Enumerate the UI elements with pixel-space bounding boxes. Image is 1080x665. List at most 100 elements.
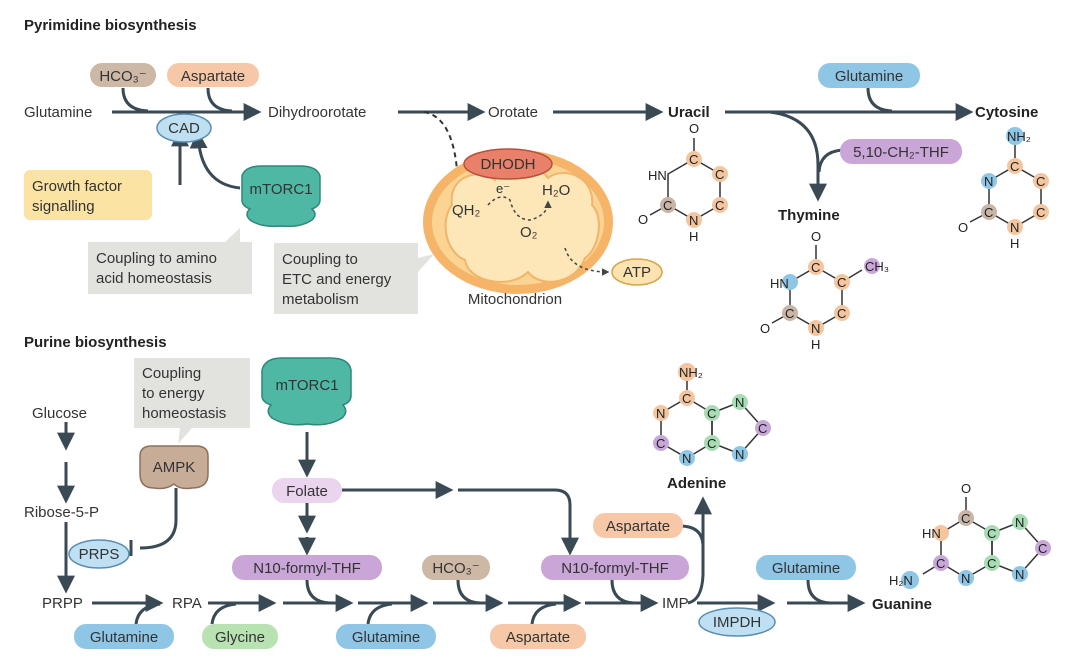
thymine-c1: C (811, 260, 820, 275)
thymine-ch3: CH₃ (865, 259, 889, 274)
thymine-c4: C (785, 306, 794, 321)
n10-thf-right-label: N10-formyl-THF (561, 560, 669, 577)
thymine-o-top: O (811, 229, 821, 244)
aspartate-lower-pill (490, 624, 586, 649)
dhodh-label: DHODH (481, 156, 536, 173)
uracil-structure (649, 138, 728, 228)
coupling-amino-callout (88, 228, 252, 294)
purine-arrows (57, 422, 866, 625)
cytosine-label: Cytosine (975, 104, 1038, 121)
adenine-n3: N (735, 395, 744, 410)
rpa-label: RPA (172, 595, 202, 612)
cad-node (156, 113, 212, 143)
atp-node (611, 258, 663, 286)
coupling-energy-line1: Coupling (142, 365, 201, 382)
uracil-o-top: O (689, 121, 699, 136)
hco3-purine-pill (422, 555, 490, 580)
guanine-c2: C (936, 556, 945, 571)
thymine-o-left: O (760, 321, 770, 336)
adenine-label: Adenine (667, 475, 726, 492)
n10-thf-left-pill (232, 555, 382, 580)
adenine-c3: C (707, 436, 716, 451)
adenine-n4: N (735, 447, 744, 462)
thymine-c2: C (837, 275, 846, 290)
dashed-electron-flow (487, 196, 552, 221)
thymine-n-bottom: N (811, 321, 820, 336)
adenine-c5: C (758, 421, 767, 436)
uracil-label: Uracil (668, 104, 710, 121)
glutamine-right-label: Glutamine (772, 560, 840, 577)
mtorc1-purine-label: mTORC1 (275, 377, 338, 394)
coupling-energy-line3: homeostasis (142, 405, 226, 422)
cytosine-o: O (958, 220, 968, 235)
guanine-n3: N (1015, 567, 1024, 582)
uracil-c1: C (689, 152, 698, 167)
glutamine-1-label: Glutamine (90, 629, 158, 646)
aspartate-lower-label: Aspartate (506, 629, 570, 646)
cytosine-c3: C (1036, 205, 1045, 220)
mitochondrion (423, 148, 613, 294)
n10-thf-left-label: N10-formyl-THF (253, 560, 361, 577)
cytosine-nh2: NH₂ (1007, 129, 1031, 144)
adenine-n2: N (682, 451, 691, 466)
thymine-c3: C (837, 306, 846, 321)
ribose5p-label: Ribose-5-P (24, 504, 99, 521)
coupling-amino-line2: acid homeostasis (96, 270, 212, 287)
uracil-n1: N (689, 213, 698, 228)
guanine-label: Guanine (872, 596, 932, 613)
guanine-structure (901, 497, 1051, 589)
pyrimidine-title: Pyrimidine biosynthesis (24, 17, 197, 34)
folate-pill (272, 478, 342, 503)
coupling-amino-line1: Coupling to amino (96, 250, 217, 267)
coupling-etc-line2: ETC and energy (282, 271, 392, 288)
guanine-c1: C (961, 511, 970, 526)
glutamine-input-label: Glutamine (24, 104, 92, 121)
cytosine-c2: C (1036, 174, 1045, 189)
uracil-c3: C (715, 198, 724, 213)
mtorc1-pyrimidine-label: mTORC1 (249, 181, 312, 198)
aspartate-label: Aspartate (181, 68, 245, 85)
growth-factor-line2: signalling (32, 198, 95, 215)
glutamine-2-pill (336, 624, 436, 649)
purine-title: Purine biosynthesis (24, 334, 167, 351)
impdh-label: IMPDH (713, 614, 761, 631)
guanine-n1: N (961, 571, 970, 586)
cad-label: CAD (168, 120, 200, 137)
mtorc1-purine-shape (261, 357, 352, 426)
hco3-label: HCO₃⁻ (99, 68, 146, 85)
thymine-label: Thymine (778, 207, 840, 224)
mitochondrion-label: Mitochondrion (468, 291, 562, 308)
thymine-h: H (811, 337, 820, 352)
hco3-pill (90, 63, 156, 87)
adenine-c1: C (682, 391, 691, 406)
uracil-hn: HN (648, 168, 667, 183)
guanine-hn: HN (922, 526, 941, 541)
o2-label: O₂ (520, 224, 538, 241)
guanine-h2n: H₂N (889, 573, 913, 588)
adenine-n1: N (656, 406, 665, 421)
dashed-to-dhodh (423, 111, 463, 196)
glutamine-top-pill (818, 63, 920, 88)
prps-node (68, 539, 130, 569)
growth-factor-line1: Growth factor (32, 178, 122, 195)
guanine-c4: C (987, 526, 996, 541)
guanine-c5: C (1038, 541, 1047, 556)
uracil-h-bottom: H (689, 229, 698, 244)
mtorc1-pyrimidine-shape (241, 165, 321, 228)
hco3-purine-label: HCO₃⁻ (432, 560, 479, 577)
aspartate-upper-pill (593, 513, 683, 538)
coupling-energy-callout (134, 358, 250, 444)
coupling-etc-line1: Coupling to (282, 251, 358, 268)
orotate-label: Orotate (488, 104, 538, 121)
n10-thf-right-pill (541, 555, 689, 580)
cytosine-structure (969, 127, 1049, 235)
aspartate-pill (167, 63, 259, 87)
dhodh-enzyme (463, 148, 553, 180)
h2o-label: H₂O (542, 182, 570, 199)
atp-label: ATP (623, 264, 651, 281)
uracil-c4: C (663, 198, 672, 213)
glutamine-right-pill (756, 555, 856, 580)
glutamine-top-label: Glutamine (835, 68, 903, 85)
